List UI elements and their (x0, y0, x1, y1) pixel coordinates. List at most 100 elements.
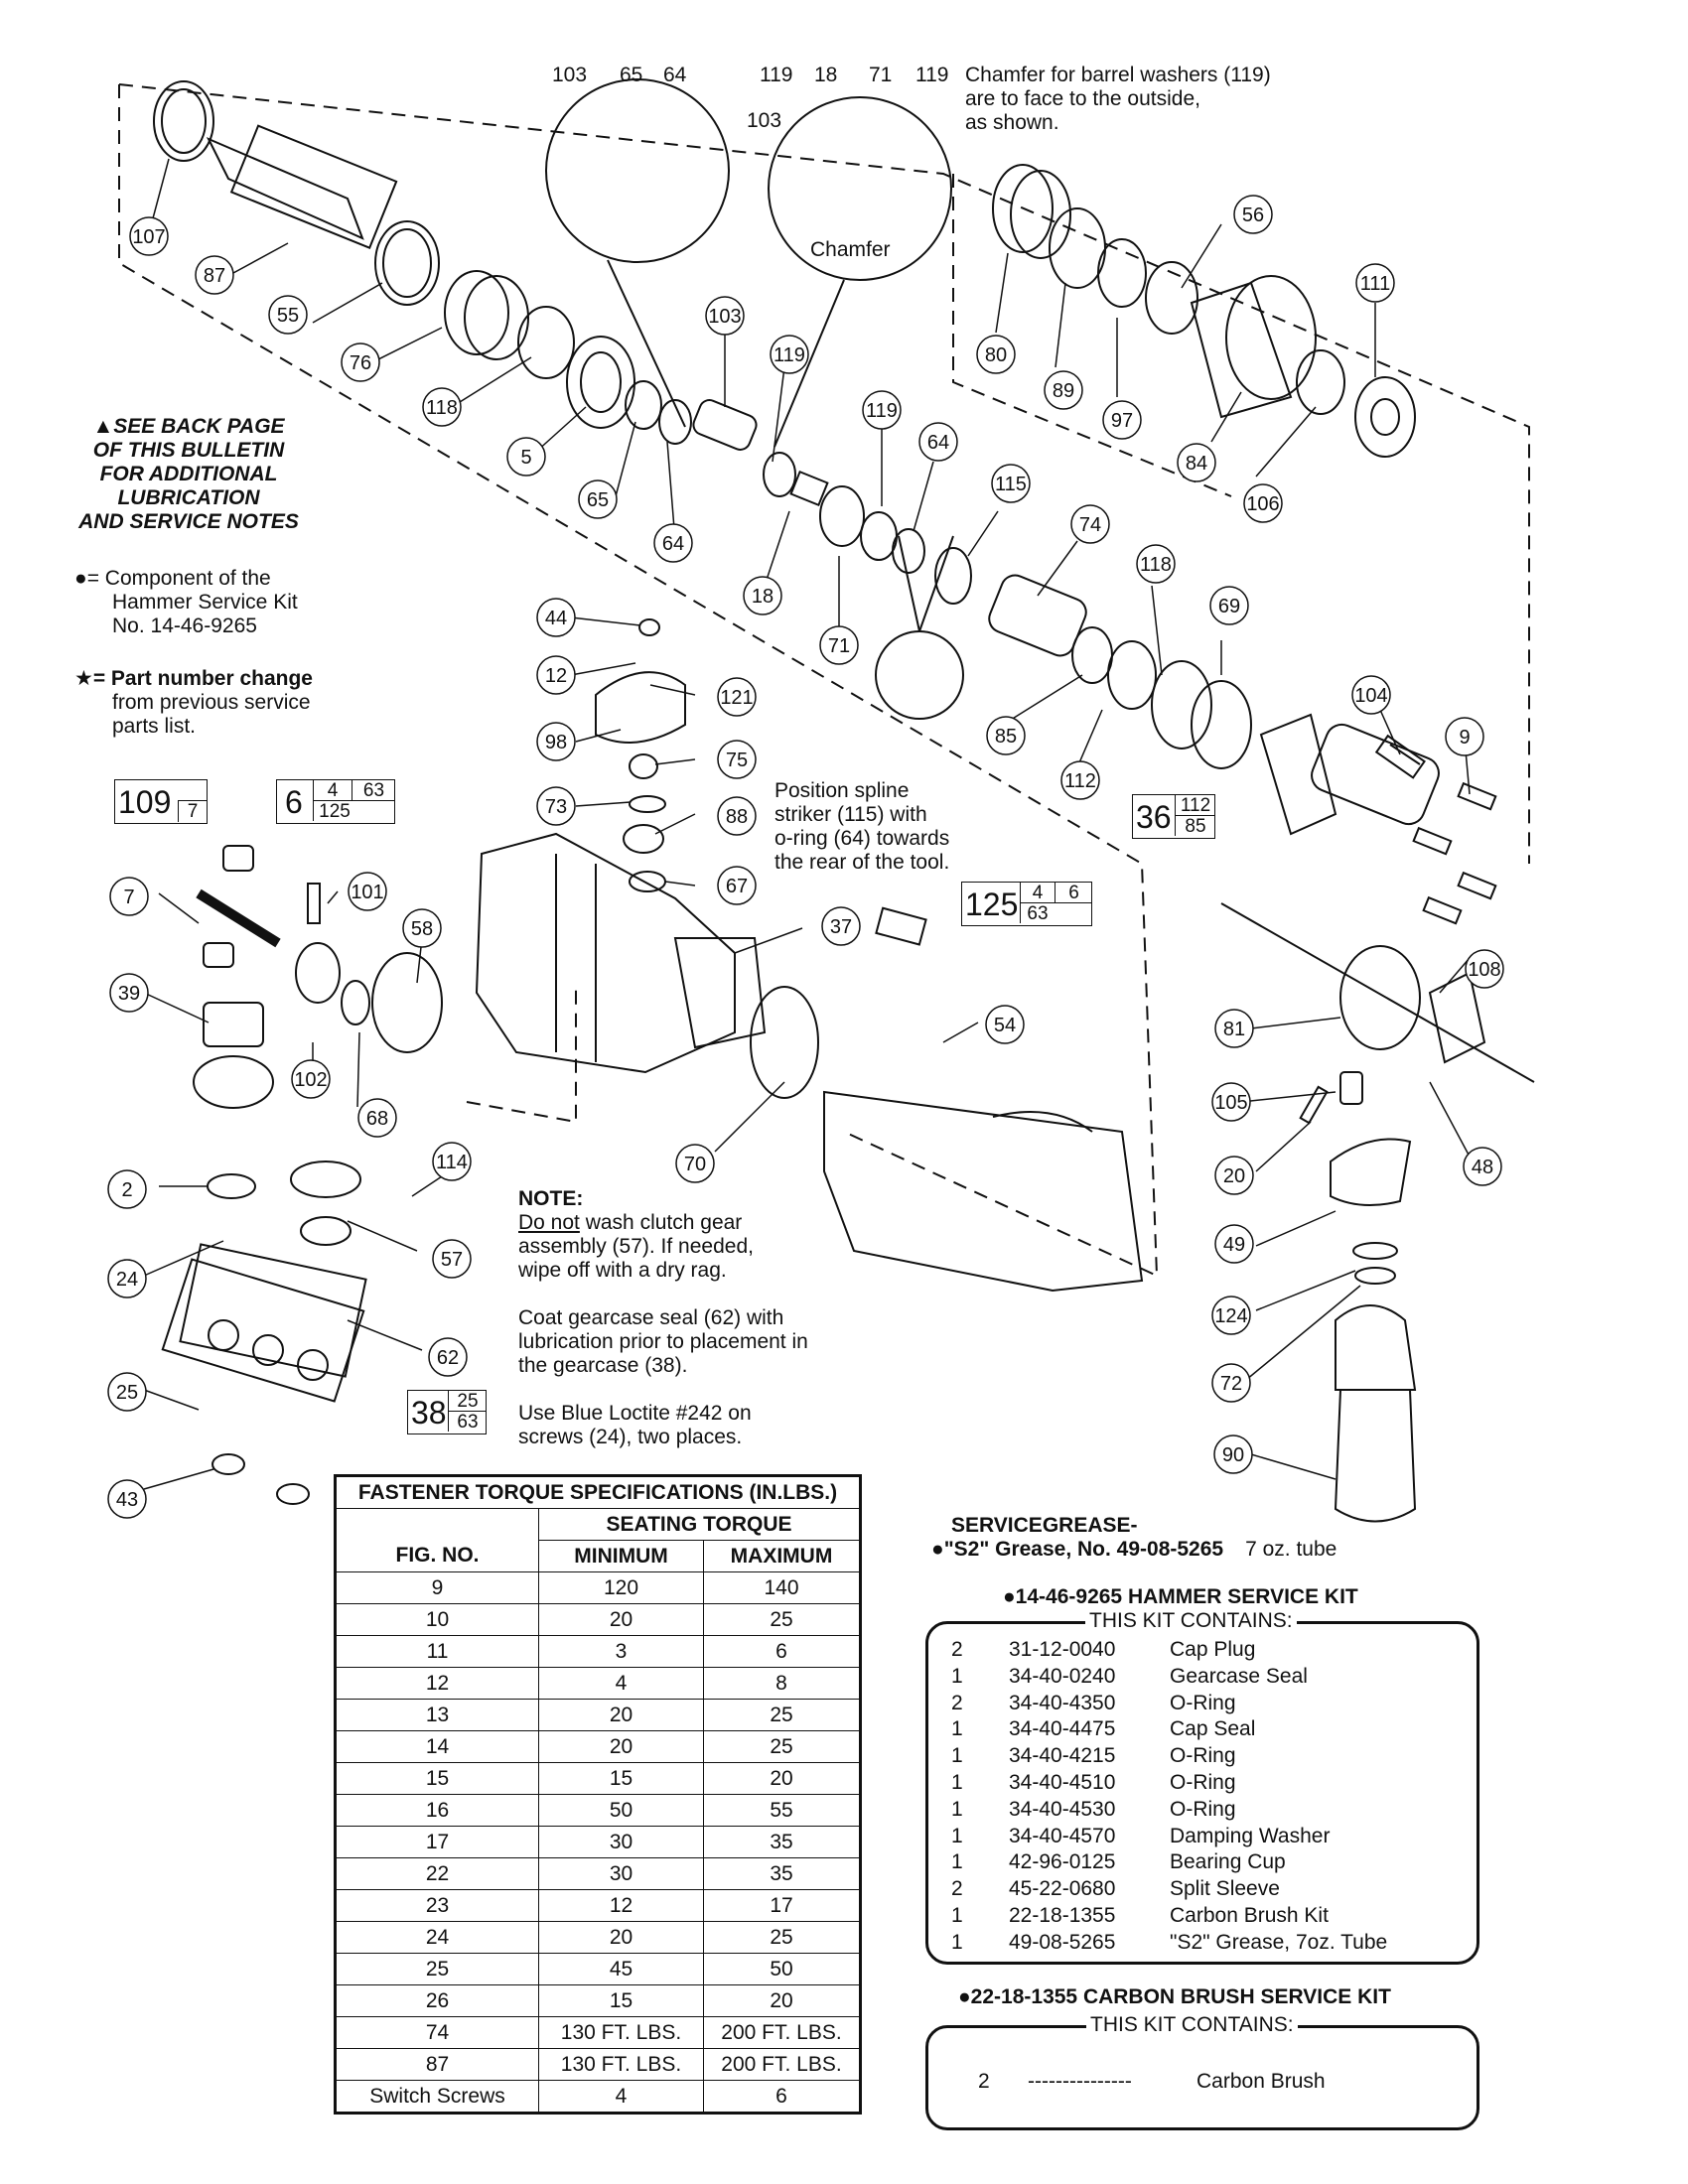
part-callout: 56 (1233, 195, 1273, 234)
torque-max: 50 (703, 1953, 861, 1985)
part-callout: 2 (107, 1169, 147, 1209)
part-callout-number: 76 (350, 352, 371, 374)
part-callout: 70 (675, 1144, 715, 1183)
part-callout-number: 58 (411, 918, 433, 940)
part-callout-number: 7 (123, 887, 134, 908)
part-callout-number: 69 (1218, 596, 1240, 617)
part-callout: 65 (578, 479, 618, 519)
back-page-note: ▲SEE BACK PAGE OF THIS BULLETIN FOR ADDI… (78, 415, 299, 533)
part-callout: 57 (432, 1239, 472, 1279)
part-callout: 9 (1445, 717, 1484, 756)
torque-min: 20 (538, 1921, 704, 1954)
torque-fig-no: 9 (335, 1571, 539, 1604)
inner-103: 103 (747, 109, 781, 132)
torque-min: 4 (538, 1667, 704, 1700)
kit-qty: 1 (951, 1904, 963, 1927)
kit-qty: 1 (951, 1717, 963, 1741)
bullet-icon: ● (931, 1538, 944, 1561)
part-callout: 90 (1213, 1434, 1253, 1474)
detail-leader-d (898, 535, 920, 632)
part-callout-number: 106 (1246, 493, 1279, 515)
kit-part-no: 22-18-1355 (1009, 1904, 1116, 1927)
part-callout: 76 (341, 342, 380, 382)
part-callout-number: 48 (1472, 1157, 1493, 1178)
side-handle-drawing (1220, 902, 1535, 1523)
part-callout-number: 87 (204, 265, 225, 287)
assembly-guide-upper (118, 83, 1530, 864)
torque-min: 130 FT. LBS. (538, 2016, 704, 2049)
torque-min: 120 (538, 1571, 704, 1604)
part-callout-number: 39 (118, 983, 140, 1005)
part-callout-number: 64 (927, 432, 949, 454)
svg-text:o-ring (64) towards: o-ring (64) towards (774, 827, 949, 850)
col-maximum: MAXIMUM (703, 1540, 861, 1572)
part-callout: 85 (986, 716, 1026, 755)
ref-box-109: 109 7 (114, 779, 208, 824)
part-callout-number: 24 (116, 1269, 138, 1291)
kit-qty: 1 (951, 1771, 963, 1794)
part-callout-number: 111 (1360, 273, 1390, 295)
spindle-assembly-drawing (153, 80, 692, 445)
top-number: 64 (663, 64, 687, 86)
part-callout: 62 (428, 1337, 468, 1377)
torque-min: 12 (538, 1889, 704, 1922)
part-callout-number: 112 (1064, 770, 1096, 792)
part-callout-number: 55 (277, 305, 299, 327)
kit-qty: 2 (951, 1638, 963, 1661)
legend-star: ★= Part number change from previous serv… (74, 667, 313, 738)
part-callout: 121 (717, 677, 757, 717)
kit-part-no: 34-40-4510 (1009, 1771, 1116, 1794)
torque-max: 35 (703, 1826, 861, 1858)
torque-max: 200 FT. LBS. (703, 2048, 861, 2081)
part-callout-number: 90 (1222, 1444, 1244, 1466)
part-callout-number: 67 (726, 876, 748, 897)
torque-min: 3 (538, 1635, 704, 1668)
torque-fig-no: 87 (335, 2048, 539, 2081)
part-callout-number: 54 (994, 1015, 1016, 1036)
torque-fig-no: 23 (335, 1889, 539, 1922)
part-callout: 118 (422, 387, 462, 427)
part-callout: 37 (821, 906, 861, 946)
part-callout-number: 12 (545, 665, 567, 687)
hammer-kit-subtitle: THIS KIT CONTAINS: (1085, 1609, 1297, 1633)
part-callout: 55 (268, 295, 308, 335)
assembly-guide-right (952, 174, 1232, 497)
torque-max: 35 (703, 1857, 861, 1890)
part-callout: 106 (1243, 483, 1283, 523)
chamfer-label: Chamfer (810, 238, 891, 261)
svg-text:the rear of the tool.: the rear of the tool. (774, 851, 949, 874)
torque-min: 45 (538, 1953, 704, 1985)
seating-torque-header: SEATING TORQUE (538, 1508, 861, 1541)
part-callout: 64 (918, 422, 958, 462)
torque-fig-no: 74 (335, 2016, 539, 2049)
part-callout-number: 68 (366, 1108, 388, 1130)
kit-part-no: 49-08-5265 (1009, 1930, 1116, 1954)
note-title: NOTE: (518, 1187, 584, 1210)
kit-desc: Damping Washer (1170, 1824, 1331, 1847)
part-callout-number: 64 (662, 533, 684, 555)
part-callout: 87 (195, 255, 234, 295)
torque-fig-no: 14 (335, 1730, 539, 1763)
part-callout-number: 119 (866, 400, 898, 422)
main-housing-drawing (475, 832, 767, 1074)
part-callout-number: 75 (726, 750, 748, 771)
torque-fig-no: 15 (335, 1762, 539, 1795)
part-callout-number: 107 (132, 226, 165, 248)
part-callout: 108 (1465, 949, 1504, 989)
torque-min: 15 (538, 1984, 704, 2017)
part-callout-number: 20 (1223, 1165, 1245, 1187)
part-callout: 69 (1209, 586, 1249, 625)
kit-desc: Gearcase Seal (1170, 1664, 1308, 1688)
part-callout: 44 (536, 598, 576, 637)
